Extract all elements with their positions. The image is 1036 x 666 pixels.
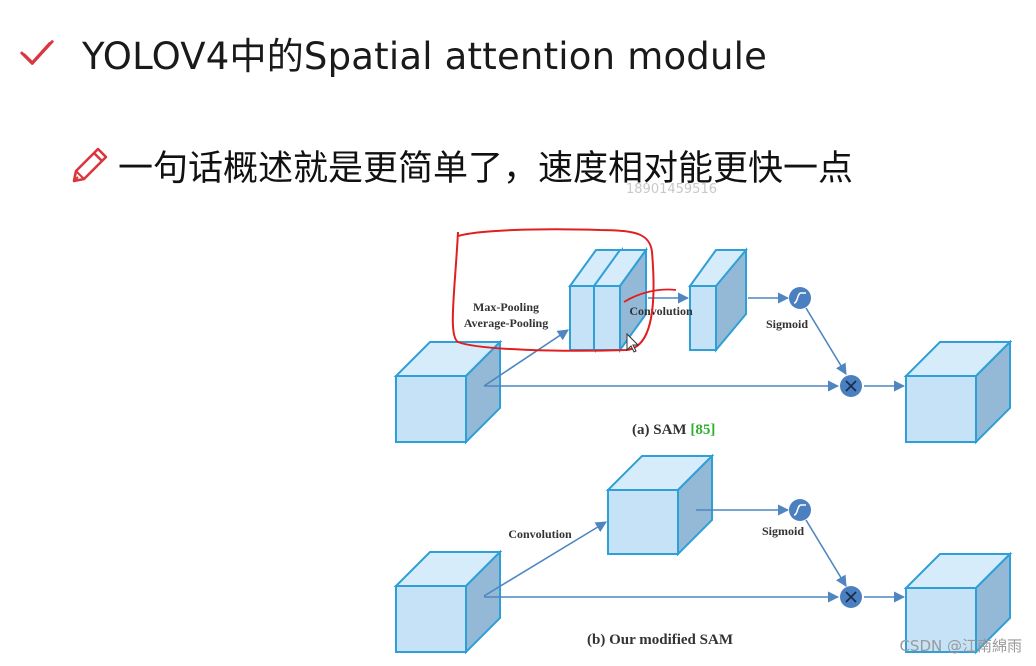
- csdn-watermark: CSDN @江南綿雨: [899, 637, 1022, 655]
- pencil-icon: [72, 147, 108, 183]
- mouse-cursor-icon: [626, 332, 640, 353]
- phone-watermark: 18901459516: [626, 182, 717, 197]
- slide-subtitle: 一句话概述就是更简单了，速度相对能更快一点: [118, 148, 854, 189]
- input-cube-b: [393, 549, 503, 655]
- caption-b: (b) Our modified SAM: [587, 632, 733, 648]
- multiply-icon-a: [840, 375, 862, 397]
- checkmark-icon: [20, 40, 54, 65]
- diagram-b: Convolution Sigmoid (b) Our modified SAM: [393, 453, 1013, 655]
- convolution-label-a: Convolution: [629, 304, 693, 318]
- sigmoid-icon-a: [789, 287, 811, 309]
- convolution-label-b: Convolution: [508, 527, 572, 541]
- output-cube-b: [903, 551, 1013, 655]
- pooled-slabs: [568, 246, 648, 354]
- sigmoid-label-b: Sigmoid: [762, 524, 804, 538]
- sigmoid-label-a: Sigmoid: [766, 317, 808, 331]
- subtitle-row: 一句话概述就是更简单了，速度相对能更快一点: [70, 140, 853, 190]
- slide-title: YOLOV4中的Spatial attention module: [82, 35, 768, 78]
- conv-slab-a: [688, 247, 748, 353]
- max-pooling-label: Max-Pooling: [473, 300, 539, 314]
- red-annotation-arrow: [623, 288, 677, 303]
- red-annotation-circle: [451, 228, 655, 352]
- output-cube-a: [903, 339, 1013, 445]
- multiply-icon-b: [840, 586, 862, 608]
- conv-cube-b: [605, 453, 715, 557]
- average-pooling-label: Average-Pooling: [464, 316, 548, 330]
- diagram-a: Max-Pooling Average-Pooling Convolution …: [393, 228, 1013, 445]
- caption-a: (a) SAM [85]: [632, 422, 715, 438]
- input-cube-a: [393, 339, 503, 445]
- title-row: YOLOV4中的Spatial attention module: [18, 28, 767, 78]
- sigmoid-icon-b: [789, 499, 811, 521]
